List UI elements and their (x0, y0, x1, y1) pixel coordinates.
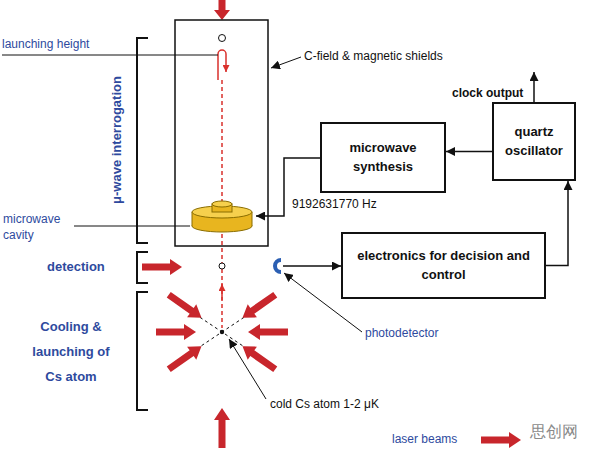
beam-axis (195, 314, 249, 350)
box-label: microwave synthesis (330, 139, 436, 177)
leader-line (2, 55, 218, 56)
callout-label: microwave cavity (3, 212, 73, 243)
microwave-cavity (192, 201, 252, 232)
laser-arrow (142, 259, 182, 275)
process-box: microwave synthesis (320, 122, 446, 193)
process-box: quartz oscillator (492, 102, 576, 181)
output-arrow (533, 72, 535, 102)
watermark: 思创网 (530, 422, 578, 443)
laser-arrow (156, 324, 196, 340)
callout-label: Cooling & launching of Cs atom (24, 314, 118, 389)
laser-arrow (238, 288, 280, 324)
bracket (137, 38, 148, 243)
leader-arrow (271, 57, 301, 68)
callout-label: 9192631770 Hz (292, 197, 377, 213)
laser-arrow (164, 340, 206, 376)
bracket (137, 292, 148, 410)
cold-atom (220, 330, 224, 334)
signal-connector (446, 151, 492, 153)
laser-arrow (481, 432, 521, 448)
callout-label: launching height (2, 37, 89, 53)
leader-line (74, 226, 190, 227)
laser-arrow (214, 0, 230, 20)
signal-connector (546, 181, 568, 266)
callout-label: cold Cs atom 1-2 μK (270, 397, 379, 413)
callout-label: laser beams (392, 432, 457, 448)
laser-arrow (214, 408, 230, 448)
trajectory-arrow (221, 284, 223, 300)
box-label: quartz oscillator (502, 123, 566, 161)
section-label: μ-wave interrogation (109, 76, 126, 204)
callout-label: photodetector (365, 326, 438, 342)
beam-axis (195, 314, 249, 350)
laser-arrow (164, 288, 206, 324)
fountain-loop (218, 50, 226, 80)
apex-marker (219, 35, 226, 42)
callout-label: detection (47, 259, 105, 276)
callout-label: C-field & magnetic shields (304, 49, 443, 65)
box-label: electronics for decision and control (351, 247, 536, 285)
signal-wire (283, 265, 341, 267)
callout-label: clock output (452, 86, 523, 102)
process-box: electronics for decision and control (341, 232, 546, 299)
detection-point (219, 263, 225, 269)
leader-arrow (229, 339, 266, 399)
laser-arrow (238, 340, 280, 376)
laser-arrow (248, 324, 288, 340)
photodetector-symbol (273, 258, 281, 274)
